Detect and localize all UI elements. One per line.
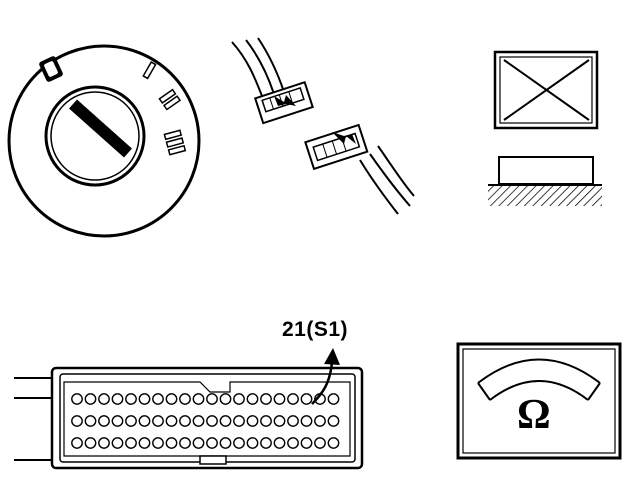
callout-arrow xyxy=(311,361,334,405)
disconnect-connector-icon xyxy=(231,37,415,215)
do-not-crossed-box-icon xyxy=(493,50,599,130)
pin-socket xyxy=(125,437,137,449)
pin-socket xyxy=(98,415,110,427)
pin-socket xyxy=(206,437,218,449)
pin-socket xyxy=(71,393,83,405)
pin-socket xyxy=(246,393,259,405)
pin-socket xyxy=(300,393,313,405)
pin-socket xyxy=(206,393,218,405)
pin-socket xyxy=(71,415,83,427)
pin-socket xyxy=(179,415,191,427)
pin-socket xyxy=(152,437,164,449)
pin-socket xyxy=(219,437,232,449)
pin-socket xyxy=(260,415,272,427)
pin-socket xyxy=(84,393,97,405)
pin-socket xyxy=(152,393,164,405)
pin-socket xyxy=(273,437,286,449)
pin-socket xyxy=(260,393,272,405)
key-slot xyxy=(69,99,132,158)
pin-socket xyxy=(192,393,205,405)
pin-socket xyxy=(111,437,124,449)
pin-socket xyxy=(98,393,110,405)
pin-socket xyxy=(179,437,191,449)
ignition-switch-icon xyxy=(7,44,201,238)
ground-hatch xyxy=(488,186,602,206)
pin-socket xyxy=(287,437,299,449)
pin-socket xyxy=(111,415,124,427)
lower-plug xyxy=(304,123,369,171)
pin-socket xyxy=(165,437,178,449)
pin-socket xyxy=(219,415,232,427)
pin-socket xyxy=(138,393,151,405)
callout-arrowhead xyxy=(324,348,340,365)
pin-socket xyxy=(192,415,205,427)
pin-callout-label: 21(S1) xyxy=(282,318,349,341)
pin-socket xyxy=(165,393,178,405)
pin-socket xyxy=(125,393,137,405)
pin-socket xyxy=(246,437,259,449)
pin-socket xyxy=(233,415,245,427)
pin-socket xyxy=(179,393,191,405)
position-0-marker xyxy=(39,56,63,82)
pin-socket xyxy=(260,437,272,449)
pin-socket xyxy=(273,415,286,427)
pin-socket xyxy=(192,437,205,449)
pin-socket xyxy=(300,415,313,427)
pin-grid xyxy=(71,393,340,449)
pin-socket xyxy=(287,393,299,405)
pin-socket xyxy=(314,415,326,427)
pin-socket xyxy=(246,415,259,427)
pin-socket xyxy=(125,415,137,427)
pin-socket xyxy=(233,393,245,405)
pin-socket xyxy=(327,437,340,449)
pin-socket xyxy=(287,415,299,427)
pin-socket xyxy=(138,415,151,427)
pin-socket xyxy=(206,415,218,427)
pin-socket xyxy=(98,437,110,449)
pin-socket xyxy=(152,415,164,427)
component-on-ground-icon xyxy=(488,156,602,206)
pin-socket xyxy=(219,393,232,405)
pin-socket xyxy=(327,393,340,405)
ecu-connector-icon xyxy=(14,348,364,470)
position-1-marker xyxy=(142,61,157,80)
position-2-marker xyxy=(158,88,182,111)
pin-socket xyxy=(233,437,245,449)
pin-socket xyxy=(111,393,124,405)
pin-socket xyxy=(165,415,178,427)
pin-socket xyxy=(273,393,286,405)
ohm-symbol: Ω xyxy=(517,392,551,438)
position-3-marker xyxy=(163,129,187,156)
pin-socket xyxy=(300,437,313,449)
pin-socket xyxy=(71,437,83,449)
pin-socket xyxy=(327,415,340,427)
pin-socket xyxy=(138,437,151,449)
pin-socket xyxy=(314,437,326,449)
ohmmeter-icon xyxy=(456,342,622,460)
pin-socket xyxy=(84,415,97,427)
pin-socket xyxy=(84,437,97,449)
